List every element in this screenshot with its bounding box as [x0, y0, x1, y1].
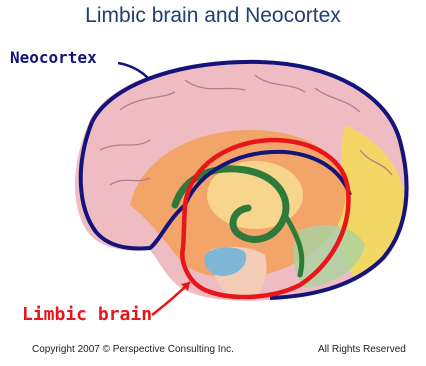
neocortex-pointer: [118, 63, 148, 78]
rights-text: All Rights Reserved: [318, 344, 406, 355]
limbic-brain-label: Limbic brain: [22, 304, 152, 325]
neocortex-label: Neocortex: [10, 48, 97, 67]
copyright-text: Copyright 2007 © Perspective Consulting …: [32, 344, 234, 355]
